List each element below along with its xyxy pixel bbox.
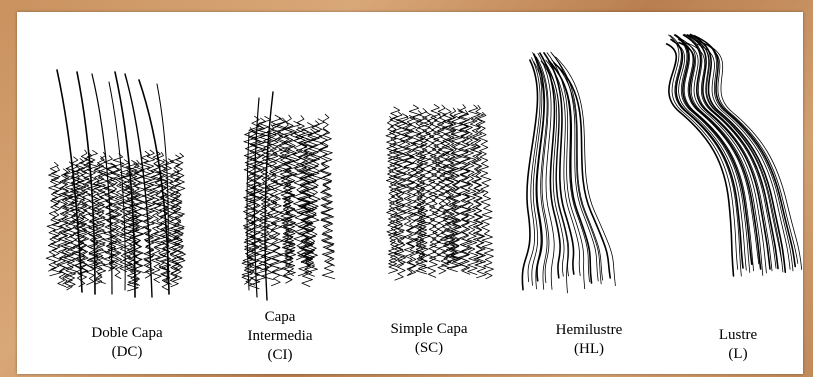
label-abbr: (HL)	[534, 340, 644, 359]
fleece-sketch-hemilustre	[522, 52, 615, 293]
label-name: Hemilustre	[534, 321, 644, 340]
fleece-sketch-lustre	[667, 34, 802, 276]
label-abbr: (SC)	[369, 339, 489, 358]
label-abbr: (CI)	[225, 346, 335, 365]
fiber-crimped	[50, 167, 62, 276]
label-doble-capa: Doble Capa (DC)	[67, 324, 187, 362]
label-name-line1: Capa	[225, 308, 335, 327]
label-hemilustre: Hemilustre (HL)	[534, 321, 644, 359]
label-lustre: Lustre (L)	[693, 326, 783, 364]
label-name: Lustre	[693, 326, 783, 345]
label-abbr: (DC)	[67, 343, 187, 362]
label-name: Simple Capa	[369, 320, 489, 339]
fleece-sketch-simple-capa	[386, 105, 494, 281]
fiber-crimped	[386, 117, 398, 267]
fiber-guard-hair	[139, 80, 169, 294]
fleece-sketch-capa-intermedia	[242, 92, 335, 300]
fiber-silky-lock	[678, 40, 759, 264]
label-abbr: (L)	[693, 345, 783, 364]
figure-panel: Doble Capa (DC) Capa Intermedia (CI) Sim…	[17, 12, 803, 374]
label-simple-capa: Simple Capa (SC)	[369, 320, 489, 358]
label-capa-intermedia: Capa Intermedia (CI)	[225, 308, 335, 365]
fiber-crimped	[473, 105, 485, 265]
label-name: Doble Capa	[67, 324, 187, 343]
label-name-line2: Intermedia	[225, 327, 335, 346]
fleece-sketch-doble-capa	[46, 70, 185, 297]
fiber-crimped	[320, 114, 335, 279]
fiber-wavy-lock	[551, 52, 598, 281]
